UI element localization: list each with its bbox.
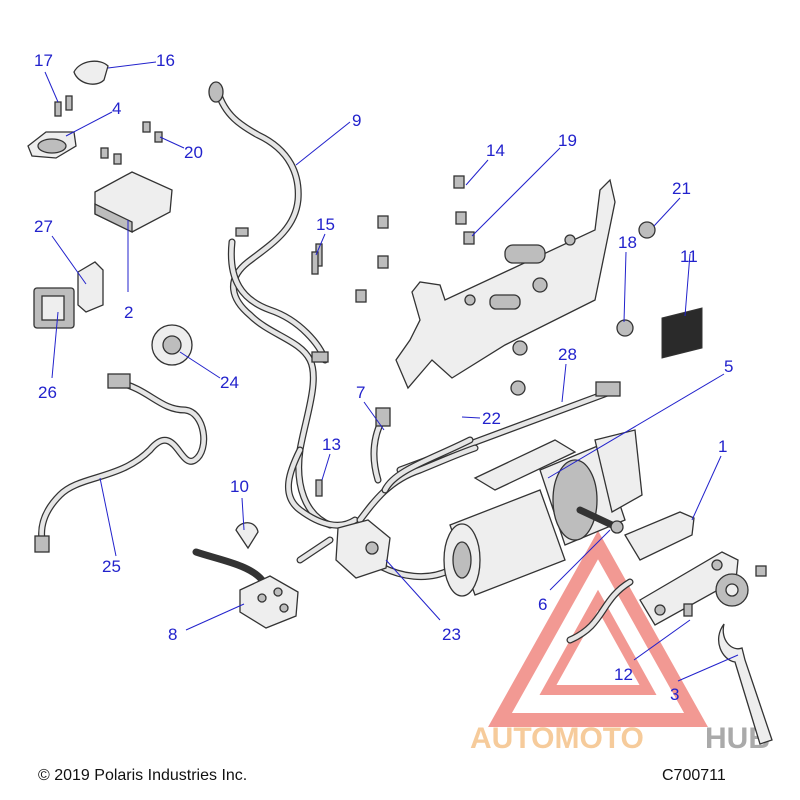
callout-3: 3 [670, 685, 679, 704]
callout-15: 15 [316, 215, 335, 234]
part-10-clamp [235, 522, 259, 550]
callout-10: 10 [230, 477, 249, 496]
part-26-rocker-switch [33, 287, 75, 329]
callout-16: 16 [156, 51, 175, 70]
callout-12: 12 [614, 665, 633, 684]
callout-26: 26 [38, 383, 57, 402]
part-27-bezel [77, 261, 104, 313]
callout-14: 14 [486, 141, 505, 160]
part-3-hook [718, 623, 773, 745]
part-7-lead [370, 407, 391, 484]
plate-bolts [315, 175, 656, 396]
callout-7: 7 [356, 383, 365, 402]
part-12-hook-strap [566, 578, 634, 644]
part-20-screws [100, 121, 163, 165]
callout-6: 6 [538, 595, 547, 614]
wire-harness-25 [34, 373, 208, 553]
part-24-motor-cap [151, 324, 193, 366]
part-13-pin [315, 479, 323, 497]
part-6-cable-end [576, 506, 624, 534]
callout-13: 13 [322, 435, 341, 454]
part-2-control-module [94, 171, 173, 234]
callout-5: 5 [724, 357, 733, 376]
diagram-code: C700711 [662, 767, 726, 784]
callout-27: 27 [34, 217, 53, 236]
part-11-label [661, 307, 703, 359]
callout-22: 22 [482, 409, 501, 428]
callout-2: 2 [124, 303, 133, 322]
part-8-solenoid [192, 548, 299, 629]
watermark-logo: AUTOMOTO HUB [470, 530, 770, 755]
part-17-screws [54, 95, 73, 117]
part-5-winch [443, 429, 643, 597]
callout-4: 4 [112, 99, 121, 118]
wire-harness-main [208, 81, 359, 529]
part-15-pin [311, 251, 319, 275]
callout-9: 9 [352, 111, 361, 130]
callout-25: 25 [102, 557, 121, 576]
callout-labels: 1 2 3 4 5 6 7 8 9 10 11 12 13 14 15 16 1… [34, 51, 733, 704]
copyright-text: © 2019 Polaris Industries Inc. [38, 767, 247, 784]
callout-21: 21 [672, 179, 691, 198]
callout-19: 19 [558, 131, 577, 150]
part-1-bracket [624, 511, 695, 561]
watermark-brand-a: AUTOMOTO [470, 722, 644, 755]
callout-11: 11 [680, 247, 698, 266]
part-16-clip [73, 60, 109, 85]
leader-lines [44, 61, 739, 682]
callout-1: 1 [718, 437, 727, 456]
callout-20: 20 [184, 143, 203, 162]
fairlead-bar [639, 551, 739, 626]
callout-17: 17 [34, 51, 53, 70]
part-4-bracket [27, 131, 77, 159]
callout-23: 23 [442, 625, 461, 644]
callout-8: 8 [168, 625, 177, 644]
callout-28: 28 [558, 345, 577, 364]
roller-and-bolts [683, 565, 767, 617]
callout-18: 18 [618, 233, 637, 252]
part-19-mounting-plate [395, 178, 616, 390]
callout-24: 24 [220, 373, 239, 392]
contactor-block [335, 519, 391, 579]
